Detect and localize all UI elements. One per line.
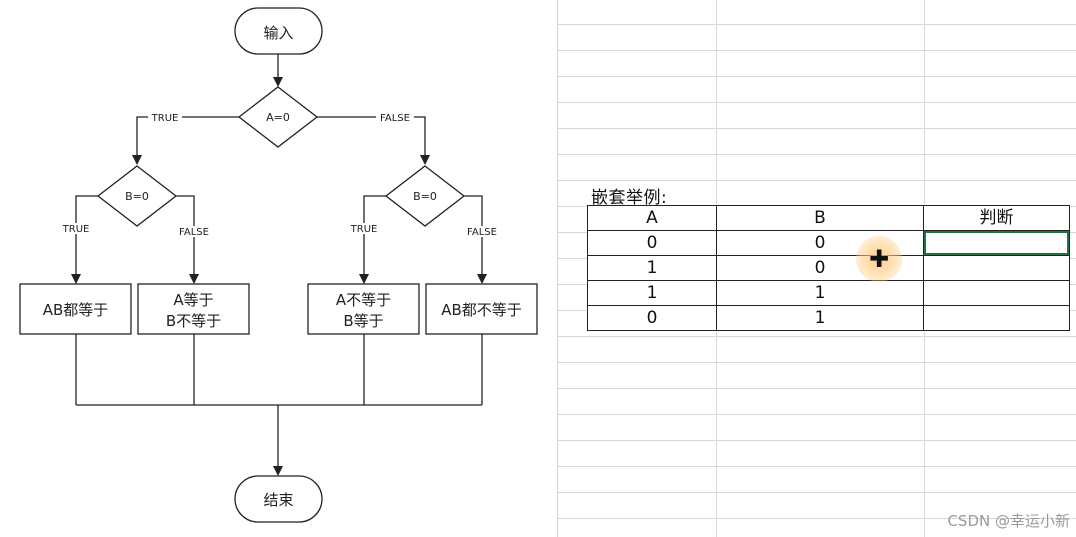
edge-left-true-label: TRUE bbox=[62, 224, 90, 235]
selected-cell[interactable] bbox=[923, 230, 1070, 256]
watermark: CSDN @幸运小新 bbox=[947, 512, 1070, 530]
process-box-2-line-2: B不等于 bbox=[166, 312, 221, 330]
process-box-3: A不等于 B等于 bbox=[307, 283, 420, 335]
edge-right-true bbox=[359, 195, 386, 284]
table-header-row: A B 判断 bbox=[587, 205, 1070, 231]
table-cell[interactable] bbox=[923, 280, 1070, 306]
table-cell[interactable]: 1 bbox=[587, 280, 717, 306]
table-row: 1 1 bbox=[587, 280, 1070, 306]
table-row: 0 1 bbox=[587, 305, 1070, 331]
process-box-4: AB都不等于 bbox=[425, 283, 538, 335]
start-terminal: 输入 bbox=[234, 7, 323, 55]
excel-cross-cursor-icon: ✚ bbox=[868, 245, 890, 273]
table-row: 1 0 bbox=[587, 255, 1070, 281]
data-table: A B 判断 0 0 1 0 1 1 0 1 bbox=[587, 205, 1070, 331]
process-box-1: AB都等于 bbox=[19, 283, 132, 335]
edge-right-false-label: FALSE bbox=[467, 227, 497, 238]
edge-left-false-label: FALSE bbox=[179, 227, 209, 238]
table-row: 0 0 bbox=[587, 230, 1070, 256]
start-label: 输入 bbox=[263, 24, 293, 42]
header-cell-a[interactable]: A bbox=[587, 205, 717, 231]
process-box-3-line-1: A不等于 bbox=[336, 291, 391, 309]
table-cell[interactable] bbox=[923, 255, 1070, 281]
process-box-1-line-1: AB都等于 bbox=[43, 301, 109, 319]
edge-left-true bbox=[71, 195, 98, 284]
decision-right: B=0 bbox=[384, 165, 466, 227]
decision-top: A=0 bbox=[237, 86, 319, 148]
table-cell[interactable] bbox=[923, 305, 1070, 331]
edge-left-false bbox=[176, 195, 199, 284]
edge-top-false bbox=[317, 116, 430, 165]
edge-top-true bbox=[132, 116, 239, 165]
table-cell[interactable]: 1 bbox=[716, 280, 924, 306]
table-cell[interactable]: 1 bbox=[587, 255, 717, 281]
edge-top-false-label: FALSE bbox=[380, 113, 410, 124]
flowchart: 输入 A=0 TRUE FALSE B=0 TRUE FALSE B=0 TRU… bbox=[19, 7, 538, 523]
table-cell[interactable]: 0 bbox=[587, 230, 717, 256]
header-cell-judge[interactable]: 判断 bbox=[923, 205, 1070, 231]
process-box-2-line-1: A等于 bbox=[173, 291, 213, 309]
edge-top-true-label: TRUE bbox=[151, 113, 179, 124]
sheet-caption: 嵌套举例: bbox=[591, 188, 668, 208]
decision-left-label: B=0 bbox=[125, 190, 149, 203]
process-box-2: A等于 B不等于 bbox=[137, 283, 250, 335]
table-cell[interactable]: 0 bbox=[587, 305, 717, 331]
merge-connector bbox=[75, 334, 483, 406]
table-cell[interactable]: 1 bbox=[716, 305, 924, 331]
process-box-4-line-1: AB都不等于 bbox=[441, 301, 522, 319]
decision-left: B=0 bbox=[96, 165, 178, 227]
decision-top-label: A=0 bbox=[266, 111, 290, 124]
end-label: 结束 bbox=[263, 491, 293, 509]
end-terminal: 结束 bbox=[234, 475, 323, 523]
decision-right-label: B=0 bbox=[413, 190, 437, 203]
header-cell-b[interactable]: B bbox=[716, 205, 924, 231]
process-box-3-line-2: B等于 bbox=[343, 312, 383, 330]
edge-right-true-label: TRUE bbox=[350, 224, 378, 235]
mouse-cursor-highlight: ✚ bbox=[856, 236, 902, 282]
edge-right-false bbox=[464, 195, 487, 284]
